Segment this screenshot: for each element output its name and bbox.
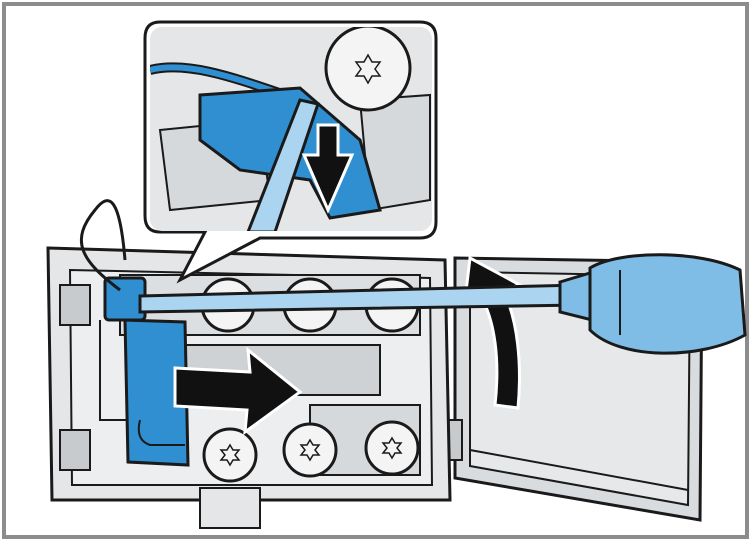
lower-screw-row <box>202 420 420 483</box>
cable <box>79 199 127 292</box>
torx-screw-icon <box>282 422 338 478</box>
screwdriver-icon <box>138 253 747 355</box>
zoom-callout <box>143 20 438 284</box>
torx-screw-icon <box>364 420 420 476</box>
slide-right-arrow-icon <box>173 346 303 436</box>
zoomed-screwdriver-tip <box>245 98 320 231</box>
push-down-arrow-icon <box>301 123 355 214</box>
zoomed-screw <box>324 27 412 112</box>
torx-screw-icon <box>202 427 258 483</box>
blue-clip <box>103 276 190 467</box>
